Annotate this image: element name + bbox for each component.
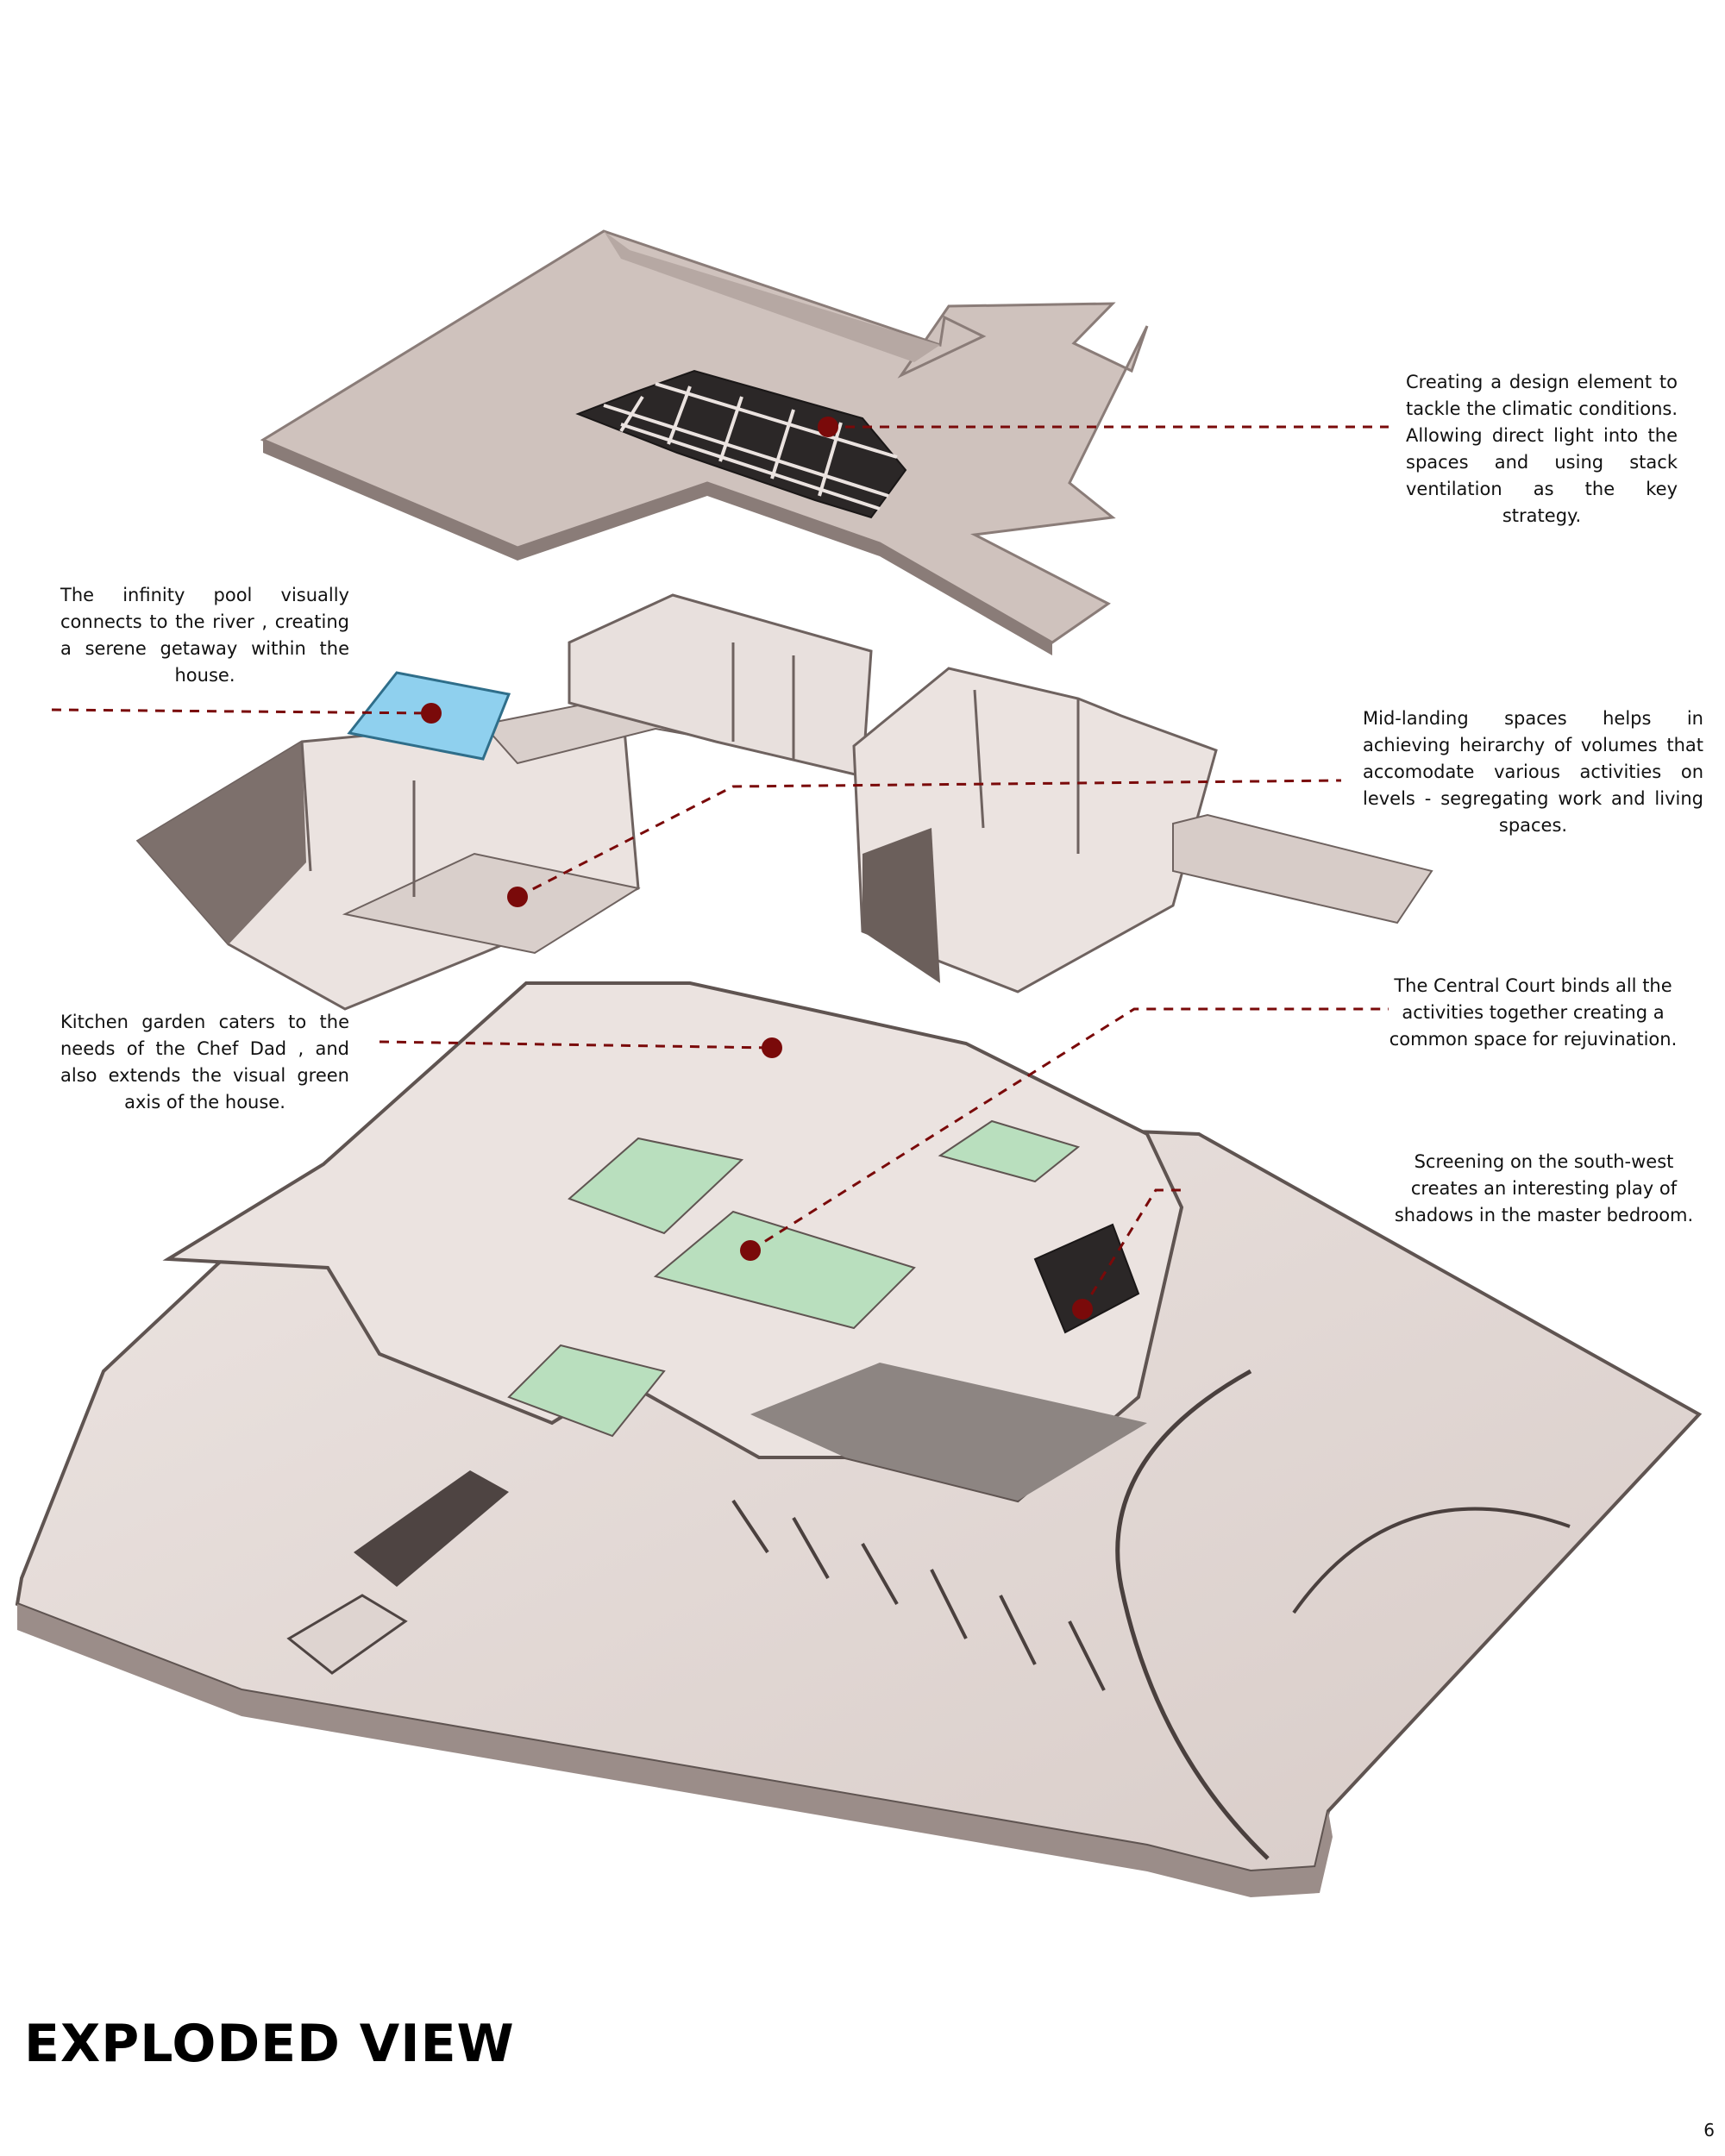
roof-ridge [604,231,940,362]
annotation-leaders [51,425,1389,1310]
roof-level [260,229,1149,655]
annotation-screening: Screening on the south-west creates an i… [1394,1151,1694,1225]
first-floor-level [135,593,1433,1011]
marker-pool [421,703,442,724]
annotation-central-court: The Central Court binds all the activiti… [1389,975,1678,1050]
leader-central-court [750,1007,1389,1252]
leader-mid-landing [517,779,1342,899]
south-west-screen [1033,1223,1140,1334]
marker-skylight [818,417,838,437]
leader-pool [51,708,432,715]
first-floor-partitions [300,642,1080,897]
circular-lawn-arc [1292,1507,1571,1614]
central-court-lawn [653,1210,916,1330]
site-plinth-edge [17,1604,1333,1897]
marker-kitchen-garden [762,1037,782,1058]
kitchen-garden [568,1137,744,1235]
leader-screening [1081,1188,1182,1310]
annotation-infinity-pool: The infinity pool visually connects to t… [60,585,349,686]
ground-floor-dark-court [750,1363,1147,1501]
mid-landing-platform [342,852,641,955]
front-lawn [507,1344,666,1438]
first-floor-left-wing-shadow [138,742,306,944]
page-number: 6 [1703,2120,1715,2140]
marker-screening [1072,1299,1093,1319]
annotation-kitchen-garden: Kitchen garden caters to the needs of th… [60,1012,349,1112]
annotation-skylight: Creating a design element to tackle the … [1406,372,1678,526]
skylight-grid-lines [603,382,898,511]
curved-drive [1115,1369,1270,1860]
first-floor-walkway [1172,813,1433,924]
leader-kitchen-garden [379,1040,773,1050]
ground-level [15,981,1703,1897]
seating-platform [286,1594,408,1675]
page-title: EXPLODED VIEW [24,2014,515,2074]
annotation-markers [421,417,1093,1319]
east-garden [938,1119,1081,1183]
marker-central-court [740,1240,761,1261]
marker-mid-landing [507,887,528,907]
first-floor-right-wing-shadow [862,828,940,983]
annotation-mid-landing: Mid-landing spaces helps in achieving he… [1363,708,1703,836]
entrance-steps [354,1470,509,1587]
parking-bays [731,1499,1106,1691]
